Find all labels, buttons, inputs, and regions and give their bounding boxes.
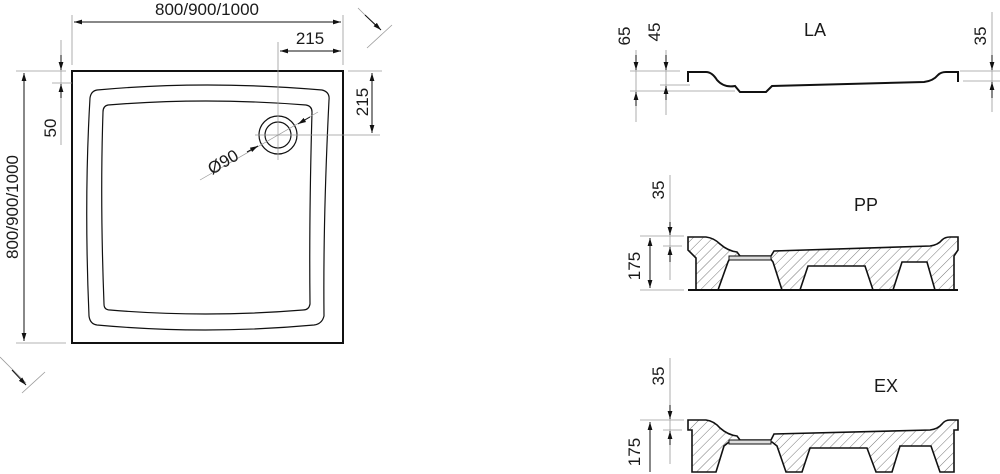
ex-dim-175: 175 [625,438,644,466]
plan-view: Ø90 800/900/1000 215 215 50 800/900/1000 [0,0,393,394]
section-la: LA 65 45 35 [615,12,1000,122]
section-pp-title: PP [854,195,878,215]
pp-dim-35: 35 [649,181,668,200]
section-ex: EX 35 175 [625,358,959,473]
rim-label: 50 [41,119,60,138]
height-label: 800/900/1000 [3,155,22,259]
pp-dim-175: 175 [625,252,644,280]
section-ex-title: EX [874,376,898,396]
section-la-title: LA [804,20,826,40]
width-label: 800/900/1000 [155,0,259,19]
drain-offset-y-label: 215 [353,88,372,116]
la-dim-35: 35 [971,27,990,46]
drain-offset-x-label: 215 [296,29,324,48]
tray-outline [71,70,344,344]
section-pp: PP 35 175 [625,175,959,291]
tray-rim [86,84,330,331]
drain-diameter-label: Ø90 [205,146,242,179]
la-dim-65: 65 [615,27,634,46]
ex-dim-35: 35 [649,367,668,386]
la-dim-45: 45 [645,23,664,42]
tray-basin [101,100,313,315]
